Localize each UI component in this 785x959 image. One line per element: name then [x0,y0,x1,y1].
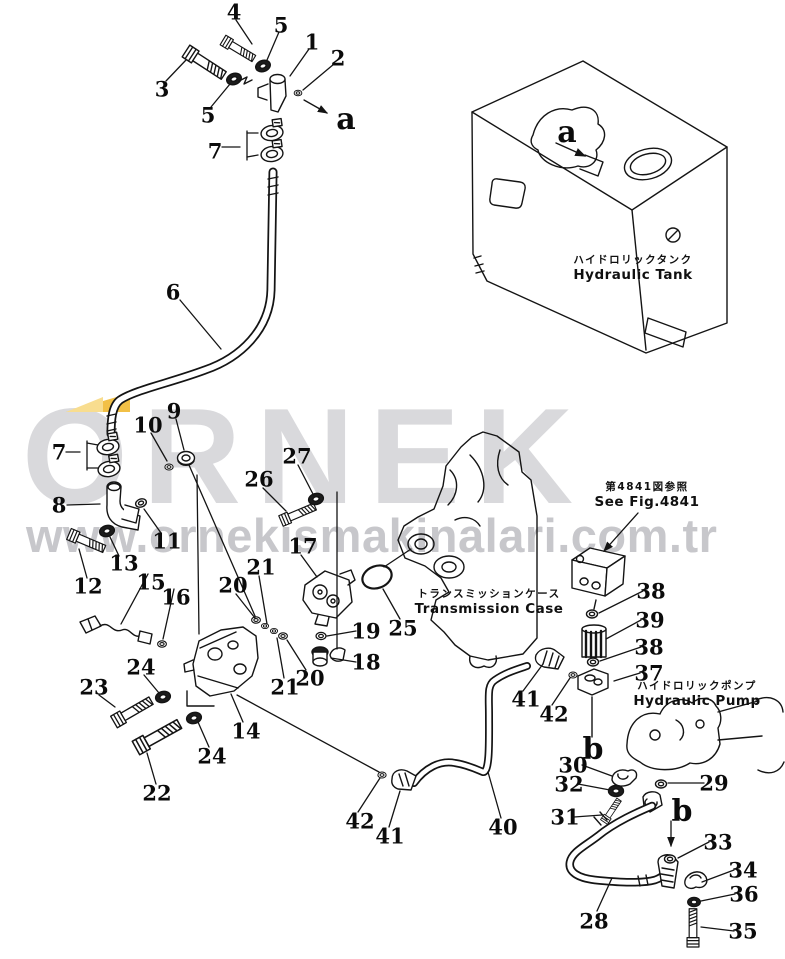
connection-letter-label: b [671,794,693,829]
fitting-1-group [181,34,303,164]
part-number-label: 7 [51,439,67,465]
leader-lines [65,19,736,932]
part-number-label: 23 [79,674,109,700]
part-number-label: 33 [703,829,733,855]
part-number-label: 1 [304,29,320,55]
connection-letter-label: a [557,115,577,150]
part-number-label: 22 [142,780,172,806]
solenoid-block-group [571,547,626,738]
part-number-label: 21 [246,554,276,580]
part-number-label: 41 [375,823,405,849]
part-number-label: 15 [136,569,166,595]
pump-17-group [278,491,393,667]
part-number-label: 41 [511,686,541,712]
part-number-label: 38 [634,634,664,660]
part-number-label: 25 [388,615,418,641]
part-number-label: 24 [126,654,156,680]
part-number-label: 21 [270,674,300,700]
part-number-label: 29 [699,770,729,796]
part-number-label: 39 [635,607,665,633]
caption-en-text: Hydraulic Tank [573,267,693,283]
part-number-label: 6 [165,279,181,305]
part-number-label: 10 [133,412,163,438]
part-number-label: 27 [282,443,312,469]
part-number-label: 35 [728,918,758,944]
caption-en-text: Hydraulic Pump [633,693,761,709]
part-number-label: 31 [550,804,580,830]
caption-en-text: Transmission Case [414,601,564,617]
part-number-label: 13 [109,550,139,576]
part-number-label: 26 [244,466,274,492]
connection-letter-label: a [336,102,356,137]
hydraulic-pump-outline [626,696,785,774]
part-number-label: 32 [554,771,584,797]
part-number-label: 24 [197,743,227,769]
caption-jp-text: ハイドロリックポンプ [637,680,757,692]
part-number-label: 28 [579,908,609,934]
part-number-label: 9 [166,398,182,424]
part-number-label: 17 [288,533,318,559]
part-number-label: 5 [273,12,289,38]
pipe-6 [106,167,279,439]
caption-jp-text: ハイドロリックタンク [573,254,693,266]
caption-jp-text: トランスミッションケース [417,588,561,600]
hose-28-group [565,769,708,948]
part-number-label: 19 [351,618,381,644]
part-number-label: 40 [488,814,518,840]
caption-jp-text: 第4841図参照 [605,481,689,493]
part-number-label: 2 [330,45,346,71]
elbow-8-group [66,431,196,556]
valve-14-group [79,615,288,756]
part-number-label: 38 [636,578,666,604]
transmission-case-outline [397,431,538,669]
part-number-label: 34 [728,857,758,883]
part-number-label: 20 [295,665,325,691]
part-number-label: 42 [539,701,569,727]
part-number-label: 42 [345,808,375,834]
caption-en-text: See Fig.4841 [594,494,700,510]
part-number-label: 14 [231,718,261,744]
part-number-label: 12 [73,573,103,599]
part-number-label: 4 [226,0,242,25]
connection-letter-label: b [582,732,604,767]
part-number-label: 20 [218,572,248,598]
part-number-label: 11 [152,528,182,554]
hydraulic-tank-outline [471,60,728,354]
part-number-label: 18 [351,649,381,675]
part-number-label: 30 [558,752,588,778]
part-number-label: 37 [634,660,664,686]
part-number-label: 3 [154,76,170,102]
part-number-label: 7 [207,138,223,164]
part-number-label: 5 [200,102,216,128]
part-number-label: 36 [729,881,759,907]
part-number-label: 8 [51,492,67,518]
part-number-label: 16 [161,584,191,610]
